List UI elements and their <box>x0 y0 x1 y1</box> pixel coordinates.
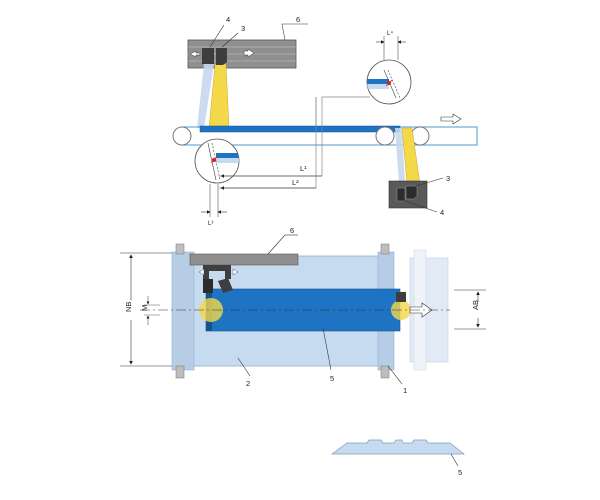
roller-mid <box>375 126 395 146</box>
dimension-L4: L⁴ <box>387 30 393 37</box>
right-arrow-icon <box>243 48 255 58</box>
dimension-AB: AB <box>471 300 480 310</box>
profile-rail-plan <box>189 253 299 266</box>
plan-view: 6 NB M AB <box>120 226 486 395</box>
conveyor-belt <box>172 113 478 146</box>
label-5-section: 5 <box>458 468 462 477</box>
roller-left <box>172 126 192 146</box>
detail-circle-left <box>194 138 240 184</box>
label-2: 2 <box>246 379 250 388</box>
label-5-plan: 5 <box>330 374 334 383</box>
beam-spot-left <box>199 298 223 322</box>
outlet-arrow-icon <box>409 302 433 318</box>
dimension-NB: NB <box>124 302 133 312</box>
label-6-plan: 6 <box>290 226 294 235</box>
detail-circle-right <box>366 59 412 105</box>
dimension-L1: L¹ <box>300 164 307 173</box>
dimension-M: M <box>140 305 149 311</box>
sensor-head-4 <box>202 48 214 64</box>
belt-cross-section: 5 <box>330 439 466 477</box>
dimension-L3: L³ <box>208 221 213 227</box>
label-4-top: 4 <box>226 15 230 24</box>
label-4-lower: 4 <box>440 208 444 217</box>
label-6-top: 6 <box>296 15 300 24</box>
sensor-beam-blue <box>197 64 214 128</box>
side-view: 4 3 6 3 4 <box>172 15 478 227</box>
dimension-L2: L² <box>292 178 299 187</box>
dimension-lines <box>219 96 370 189</box>
sensor-head-3 <box>216 48 227 65</box>
label-3-lower: 3 <box>446 174 450 183</box>
label-1: 1 <box>403 386 407 395</box>
belt-direction-arrow-icon <box>440 113 462 125</box>
label-3-top: 3 <box>241 24 245 33</box>
left-arrow-icon <box>189 50 201 58</box>
